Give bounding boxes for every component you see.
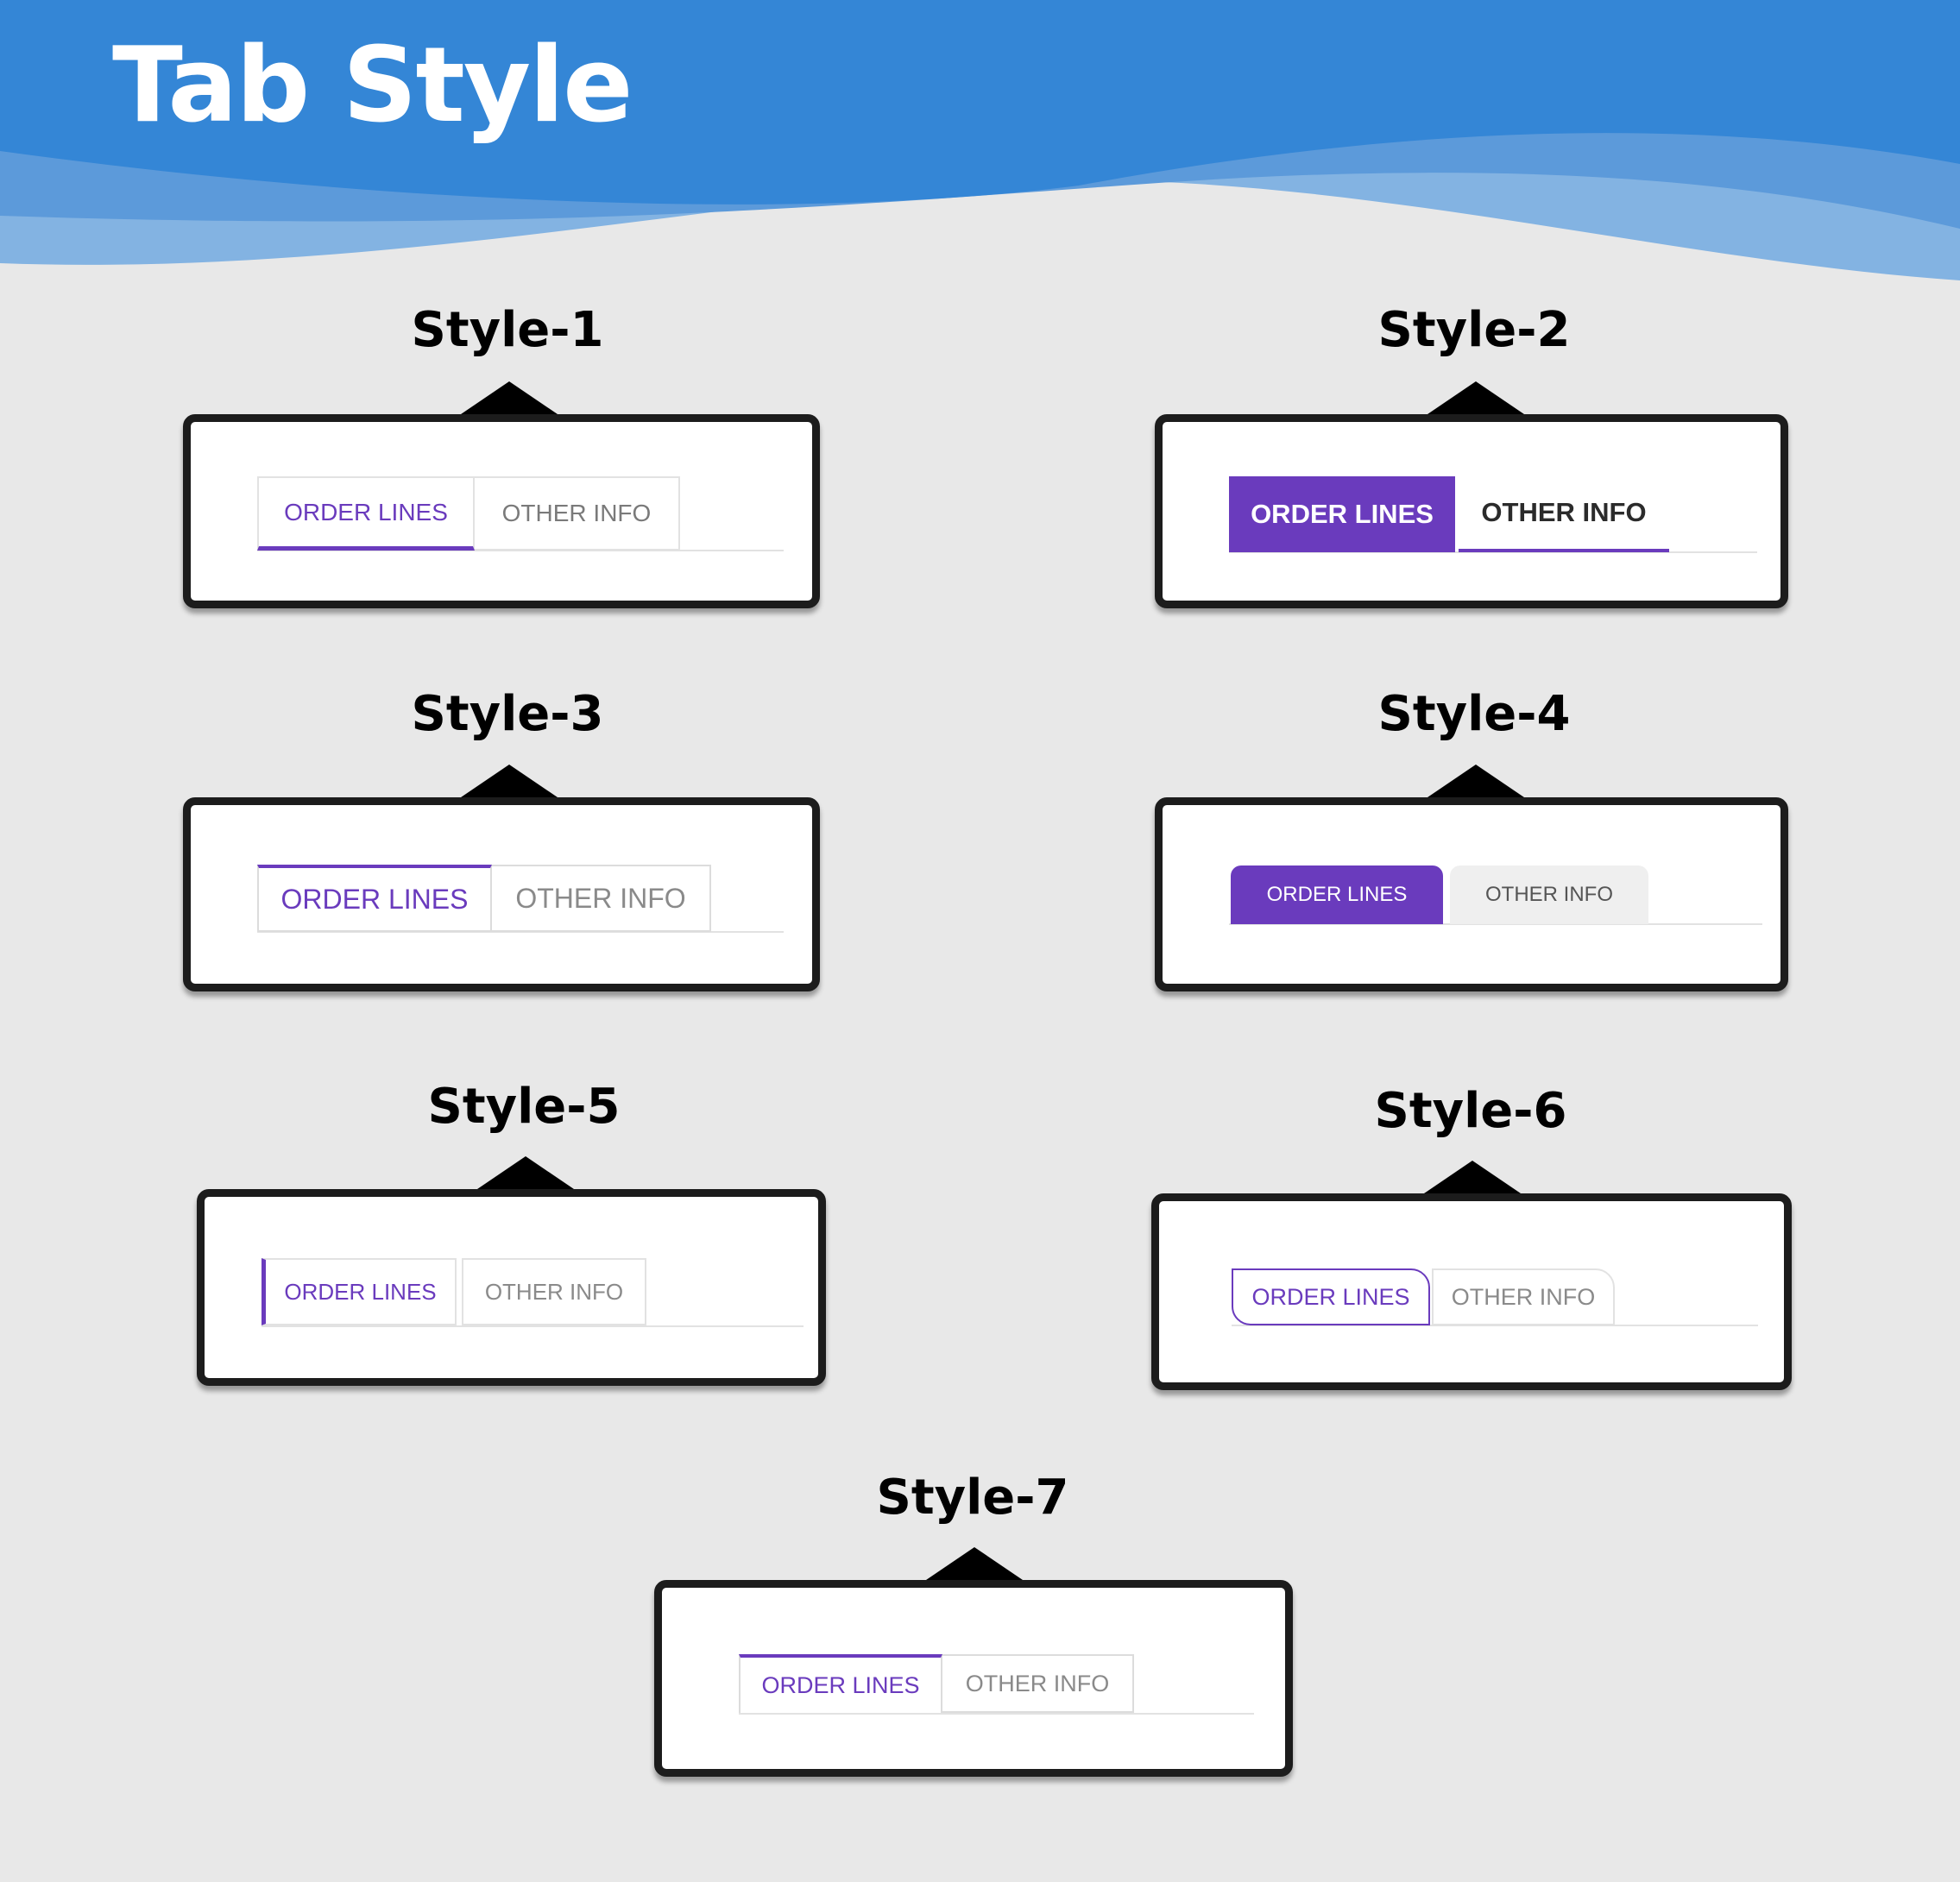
tab-preview-card: ORDER LINES OTHER INFO <box>1155 414 1788 608</box>
tab-other-info[interactable]: OTHER INFO <box>1432 1268 1615 1325</box>
style-label: Style-3 <box>411 686 604 742</box>
tab-bar: ORDER LINES OTHER INFO <box>1232 1268 1615 1325</box>
page-title: Tab Style <box>112 26 633 146</box>
pointer-triangle <box>1424 1161 1521 1193</box>
style-label: Style-4 <box>1377 686 1571 742</box>
tab-order-lines[interactable]: ORDER LINES <box>1229 476 1455 552</box>
tab-order-lines[interactable]: ORDER LINES <box>262 1258 457 1325</box>
tab-preview-card: ORDER LINES OTHER INFO <box>183 797 820 991</box>
tab-preview-card: ORDER LINES OTHER INFO <box>1151 1193 1792 1390</box>
tab-order-lines[interactable]: ORDER LINES <box>257 476 475 551</box>
tab-bar: ORDER LINES OTHER INFO <box>257 865 711 932</box>
pointer-triangle <box>461 381 558 414</box>
tab-preview-card: ORDER LINES OTHER INFO <box>183 414 820 608</box>
tab-other-info[interactable]: OTHER INFO <box>475 476 680 551</box>
header-banner: Tab Style <box>0 0 1960 293</box>
tab-bar: ORDER LINES OTHER INFO <box>1229 476 1669 552</box>
tab-baseline <box>262 1325 804 1327</box>
pointer-triangle <box>477 1156 574 1189</box>
tab-bar: ORDER LINES OTHER INFO <box>257 476 680 551</box>
style-label: Style-7 <box>876 1470 1069 1526</box>
tab-baseline <box>1229 923 1762 925</box>
tab-bar: ORDER LINES OTHER INFO <box>1231 865 1648 924</box>
tab-other-info[interactable]: OTHER INFO <box>942 1654 1134 1713</box>
tab-other-info[interactable]: OTHER INFO <box>492 865 711 932</box>
tab-baseline <box>257 550 784 551</box>
tab-other-info[interactable]: OTHER INFO <box>1459 476 1669 552</box>
tab-bar: ORDER LINES OTHER INFO <box>262 1258 646 1325</box>
tab-baseline <box>1232 1325 1758 1326</box>
tab-baseline <box>739 1713 1254 1715</box>
style-label: Style-1 <box>411 302 604 358</box>
wave-background <box>0 0 1960 293</box>
tab-preview-card: ORDER LINES OTHER INFO <box>197 1189 826 1386</box>
style-label: Style-5 <box>427 1079 621 1135</box>
pointer-triangle <box>1427 381 1524 414</box>
tab-bar: ORDER LINES OTHER INFO <box>739 1654 1134 1713</box>
tab-order-lines[interactable]: ORDER LINES <box>1232 1268 1430 1325</box>
tab-order-lines[interactable]: ORDER LINES <box>1231 865 1443 924</box>
pointer-triangle <box>1427 765 1524 797</box>
tab-other-info[interactable]: OTHER INFO <box>462 1258 646 1325</box>
tab-baseline <box>257 931 784 933</box>
tab-preview-card: ORDER LINES OTHER INFO <box>654 1580 1293 1777</box>
style-label: Style-2 <box>1377 302 1571 358</box>
pointer-triangle <box>461 765 558 797</box>
tab-other-info[interactable]: OTHER INFO <box>1450 865 1648 924</box>
tab-order-lines[interactable]: ORDER LINES <box>739 1654 942 1713</box>
tab-order-lines[interactable]: ORDER LINES <box>257 865 492 932</box>
tab-preview-card: ORDER LINES OTHER INFO <box>1155 797 1788 991</box>
tab-baseline <box>1229 551 1757 553</box>
style-label: Style-6 <box>1374 1083 1567 1139</box>
pointer-triangle <box>926 1547 1023 1580</box>
